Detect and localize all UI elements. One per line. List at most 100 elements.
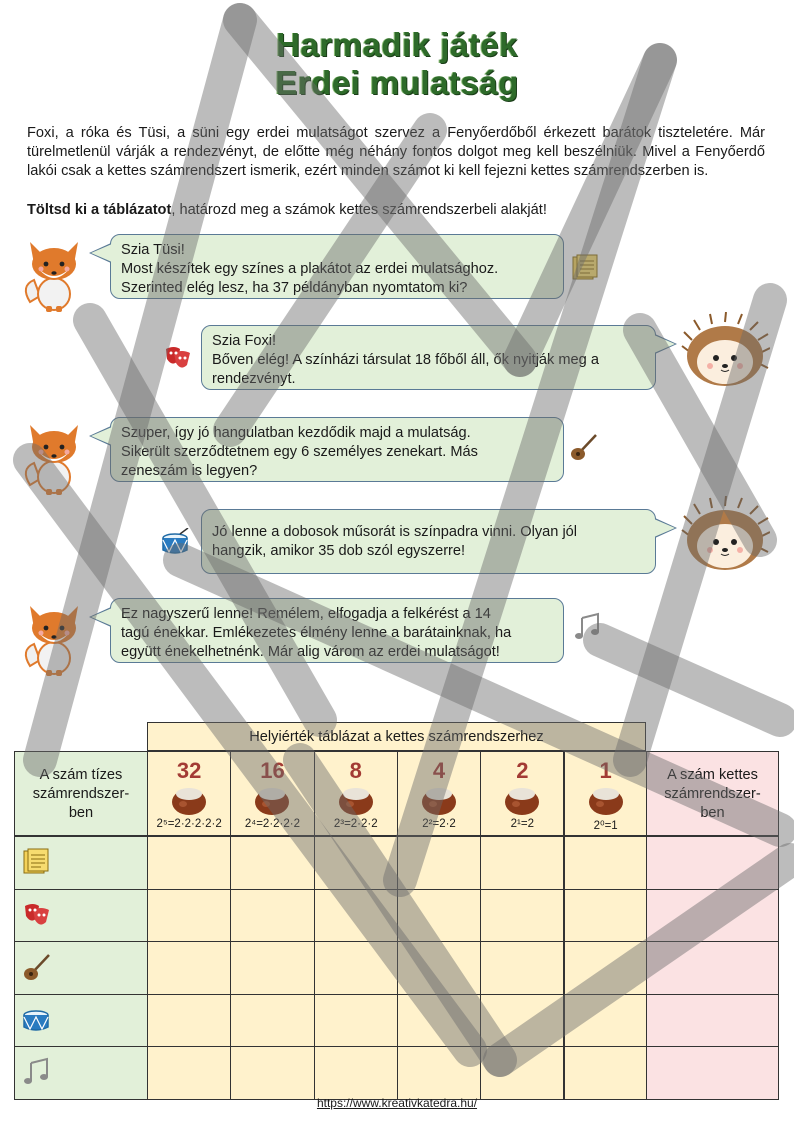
digit-cell[interactable] (563, 941, 648, 995)
digit-cell[interactable] (147, 888, 232, 943)
chestnut-icon (172, 788, 207, 815)
digit-cell[interactable] (313, 1046, 398, 1100)
binary-answer-cell[interactable] (646, 1046, 779, 1100)
drum-icon (23, 1010, 49, 1031)
place-value-power: 2³=2·2·2 (333, 818, 378, 830)
fox-icon (24, 242, 78, 312)
row-icon-cell (14, 836, 148, 890)
speech-bubble-4: Jó lenne a dobosok műsorát is színpadra … (201, 509, 677, 574)
digit-cell[interactable] (230, 1046, 315, 1100)
decimal-header-line-1: A szám tízes (39, 767, 123, 783)
place-value-number: 2 (516, 758, 529, 783)
bubble-2-line-2: Bőven elég! A színházi társulat 18 főből… (212, 352, 599, 368)
digit-cell[interactable] (147, 1046, 232, 1100)
instruction-bold: Töltsd ki a táblázatot (27, 202, 172, 218)
bubble-5-line-2: tagú énekkar. Emlékezetes élmény lenne a… (121, 625, 512, 641)
digit-cell[interactable] (313, 836, 398, 890)
digit-cell[interactable] (480, 993, 565, 1048)
guitar-icon (24, 954, 50, 981)
chestnut-icon (338, 788, 373, 815)
intro-paragraph: Foxi, a róka és Tüsi, a süni egy erdei m… (27, 124, 765, 181)
theater-masks-icon (25, 903, 49, 925)
binary-answer-cell[interactable] (646, 941, 779, 995)
binary-header: A szám kettes számrendszer- ben (646, 751, 779, 836)
title-line-1: Harmadik játék (276, 26, 518, 63)
digit-cell[interactable] (147, 836, 232, 890)
guitar-icon (571, 434, 597, 460)
digit-cell[interactable] (480, 836, 565, 890)
speech-bubble-1: Szia Tüsi! Most készítek egy színes a pl… (89, 234, 564, 299)
place-value-number: 4 (432, 758, 446, 783)
binary-header-line-1: A szám kettes (667, 767, 758, 783)
digit-cell[interactable] (313, 888, 398, 943)
place-value-power: 2⁴=2·2·2·2 (244, 818, 300, 830)
digit-cell[interactable] (480, 888, 565, 943)
chestnut-icon (588, 788, 623, 815)
bubble-1-line-2: Most készítek egy színes a plakátot az e… (121, 261, 499, 277)
binary-header-line-2: számrendszer- (664, 786, 761, 802)
digit-cell[interactable] (313, 993, 398, 1048)
binary-answer-cell[interactable] (646, 888, 779, 943)
place-value-number: 16 (260, 758, 285, 783)
place-value-16: 16 2⁴=2·2·2·2 (230, 751, 315, 836)
digit-cell[interactable] (396, 993, 482, 1048)
bubble-5-line-1: Ez nagyszerű lenne! Remélem, elfogadja a… (121, 606, 491, 622)
digit-cell[interactable] (396, 888, 482, 943)
digit-cell[interactable] (230, 888, 315, 943)
digit-cell[interactable] (563, 836, 648, 890)
digit-cell[interactable] (563, 993, 648, 1048)
row-icon-cell (14, 941, 148, 995)
digit-cell[interactable] (396, 1046, 482, 1100)
digit-cell[interactable] (396, 836, 482, 890)
chestnut-icon (505, 788, 540, 815)
binary-answer-cell[interactable] (646, 836, 779, 890)
place-value-2: 2 2¹=2 (480, 751, 565, 836)
bubble-3-line-2: Sikerült szerződtetnem egy 6 személyes z… (121, 444, 478, 460)
table-caption: Helyiérték táblázat a kettes számrendsze… (147, 722, 646, 751)
music-note-icon (24, 1058, 48, 1085)
digit-cell[interactable] (230, 836, 315, 890)
fox-icon (24, 606, 78, 676)
digit-cell[interactable] (563, 888, 648, 943)
binary-header-line-3: ben (700, 805, 725, 821)
bubble-2-line-1: Szia Foxi! (212, 333, 277, 349)
bubble-4-line-2: hangzik, amikor 35 dob szól egyszerre! (212, 543, 466, 559)
digit-cell[interactable] (147, 941, 232, 995)
bubble-3-line-1: Szuper, így jó hangulatban kezdődik majd… (121, 425, 471, 441)
bubble-3-line-3: zeneszám is legyen? (121, 463, 258, 479)
place-value-power: 2⁵=2·2·2·2·2 (156, 818, 222, 830)
decimal-header-line-3: ben (68, 805, 94, 821)
chestnut-icon (255, 788, 290, 815)
bubble-1-line-1: Szia Tüsi! (121, 242, 185, 258)
chestnut-icon (422, 788, 457, 815)
digit-cell[interactable] (147, 993, 232, 1048)
digit-cell[interactable] (396, 941, 482, 995)
poster-icon (572, 254, 598, 280)
hedgehog-icon (681, 312, 770, 386)
digit-cell[interactable] (230, 941, 315, 995)
hedgehog-icon (681, 496, 770, 570)
row-icon-cell (14, 993, 148, 1048)
bubble-5-line-3: együtt énekelhetnénk. Már alig várom az … (121, 644, 500, 660)
footer-link[interactable]: https://www.kreativkatedra.hu/ (316, 1096, 478, 1110)
decimal-header: A szám tízes számrendszer- ben (14, 751, 148, 836)
speech-bubble-5: Ez nagyszerű lenne! Remélem, elfogadja a… (89, 598, 564, 663)
theater-masks-icon (166, 347, 190, 368)
place-value-power: 2¹=2 (510, 818, 534, 830)
digit-cell[interactable] (480, 941, 565, 995)
binary-answer-cell[interactable] (646, 993, 779, 1048)
music-note-icon (575, 612, 599, 639)
bubble-2-line-3: rendezvényt. (212, 371, 296, 387)
place-value-number: 32 (176, 758, 202, 783)
digit-cell[interactable] (230, 993, 315, 1048)
digit-cell[interactable] (563, 1046, 648, 1100)
watermark-stroke (583, 623, 794, 737)
digit-cell[interactable] (480, 1046, 565, 1100)
digit-cell[interactable] (313, 941, 398, 995)
row-icon-cell (14, 1046, 148, 1100)
speech-bubble-2: Szia Foxi! Bőven elég! A színházi társul… (201, 325, 677, 390)
poster-icon (23, 848, 49, 874)
